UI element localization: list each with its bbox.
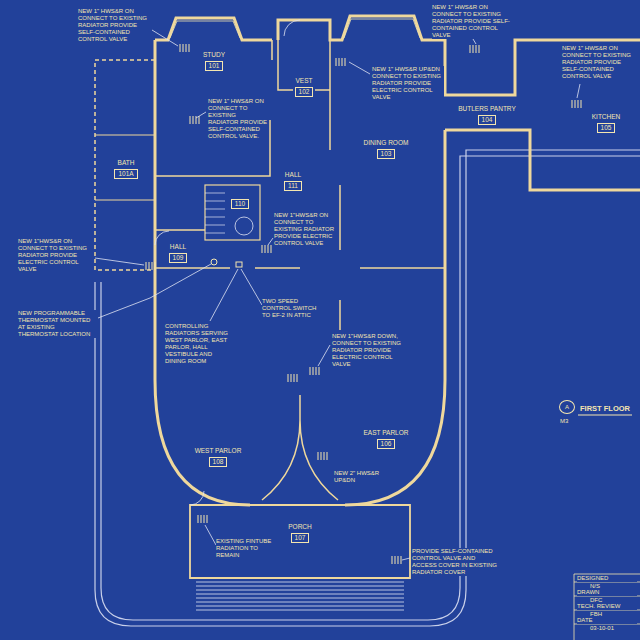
room-number: 101 bbox=[205, 61, 224, 71]
room-number: 104 bbox=[478, 115, 497, 125]
room-label: HALL 109 bbox=[167, 242, 190, 264]
room-name: PORCH bbox=[288, 523, 311, 531]
exterior-wall bbox=[345, 130, 445, 505]
note-text: NEW 1"HWS&R DOWN, CONNECT TO EXISTING RA… bbox=[332, 333, 404, 368]
parlor-partition bbox=[262, 395, 338, 500]
room-name: BUTLERS PANTRY bbox=[458, 105, 516, 113]
room-number: 105 bbox=[597, 123, 616, 133]
room-label: KITCHEN 105 bbox=[590, 112, 623, 134]
room-number: 108 bbox=[209, 457, 228, 467]
room-label: DINING ROOM 103 bbox=[362, 138, 411, 160]
drawing-title: FIRST FLOOR bbox=[580, 404, 630, 413]
title-block-cell: TECH. REVIEW bbox=[577, 603, 637, 610]
note-text: NEW 1" HWS&R ON CONNECT TO EXISTING RADI… bbox=[208, 98, 268, 140]
room-number: 103 bbox=[377, 149, 396, 159]
note-text: NEW 2" HWS&R UP&DN bbox=[334, 470, 389, 484]
title-block-cell: DRAWN bbox=[577, 589, 637, 596]
note-text: NEW PROGRAMMABLE THERMOSTAT MOUNTED AT E… bbox=[18, 310, 96, 338]
porch-steps bbox=[196, 582, 404, 610]
boundary-line bbox=[101, 156, 640, 620]
room-number: 106 bbox=[377, 439, 396, 449]
stair-tread bbox=[205, 193, 225, 233]
section-marker: M3 bbox=[560, 418, 580, 425]
note-text: TWO SPEED CONTROL SWITCH TO EF-2 IN ATTI… bbox=[262, 298, 320, 319]
title-underline bbox=[578, 415, 632, 416]
room-name: EAST PARLOR bbox=[364, 429, 409, 437]
bay-window bbox=[170, 19, 420, 38]
room-label: HALL 111 bbox=[282, 170, 304, 192]
room-label: EAST PARLOR 106 bbox=[362, 428, 411, 450]
switch-symbol bbox=[236, 262, 242, 267]
room-label: BATH 101A bbox=[112, 158, 139, 180]
room-number: 107 bbox=[291, 533, 310, 543]
room-name: STUDY bbox=[203, 51, 225, 59]
room-name: BATH bbox=[114, 159, 137, 167]
note-text: NEW 1" HWS&R ON CONNECT TO EXISTING RADI… bbox=[562, 45, 634, 80]
title-block-cell: DATE bbox=[577, 617, 637, 624]
room-number: 101A bbox=[114, 169, 137, 179]
note-text: EXISTING FINTUBE RADIATION TO REMAIN bbox=[216, 538, 278, 559]
room-label: WEST PARLOR 108 bbox=[193, 446, 244, 468]
addition-wall bbox=[95, 60, 155, 270]
door-swing bbox=[155, 20, 300, 505]
room-number: 111 bbox=[284, 181, 302, 191]
bath-wall bbox=[95, 135, 155, 200]
title-block-cell: 03-10-01 bbox=[590, 625, 636, 632]
exterior-wall bbox=[445, 130, 640, 190]
room-label: VEST 102 bbox=[293, 76, 316, 98]
room-name: KITCHEN bbox=[592, 113, 621, 121]
room-label: PORCH 107 bbox=[286, 522, 313, 544]
boundary-line bbox=[95, 150, 640, 626]
note-text: NEW 1" HWS&R ON CONNECT TO EXISTING RADI… bbox=[432, 4, 512, 39]
room-name: WEST PARLOR bbox=[195, 447, 242, 455]
room-number: 102 bbox=[295, 87, 314, 97]
radiator-symbol bbox=[146, 44, 581, 564]
room-name: HALL bbox=[169, 243, 188, 251]
note-text: NEW 1" HWS&R UP&DN CONNECT TO EXISTING R… bbox=[372, 66, 444, 101]
title-block-cell: DESIGNED bbox=[577, 575, 637, 582]
leader-line bbox=[95, 30, 580, 560]
room-label: BUTLERS PANTRY 104 bbox=[456, 104, 518, 126]
title-block bbox=[574, 574, 640, 640]
interior-wall bbox=[155, 40, 445, 330]
room-label: STUDY 101 bbox=[201, 50, 227, 72]
note-text: NEW 1"HWS&R ON CONNECT TO EXISTING RADIA… bbox=[18, 238, 93, 273]
room-number: 110 bbox=[231, 199, 249, 209]
porch-wall bbox=[190, 505, 410, 578]
room-name: DINING ROOM bbox=[364, 139, 409, 147]
note-text: PROVIDE SELF-CONTAINED CONTROL VALVE AND… bbox=[412, 548, 500, 576]
note-text: NEW 1"HWS&R ON CONNECT TO EXISTING RADIA… bbox=[274, 212, 338, 247]
note-text: CONTROLLING RADIATORS SERVING WEST PARLO… bbox=[165, 323, 233, 365]
thermostat-symbol bbox=[211, 259, 217, 265]
room-number: 109 bbox=[169, 253, 188, 263]
stair bbox=[205, 185, 260, 240]
stair-newel bbox=[235, 217, 253, 235]
room-name: VEST bbox=[295, 77, 314, 85]
section-marker: A bbox=[559, 400, 575, 414]
room-name: HALL bbox=[284, 171, 302, 179]
room-label: 110 bbox=[229, 196, 251, 210]
note-text: NEW 1" HWS&R ON CONNECT TO EXISTING RADI… bbox=[78, 8, 150, 43]
